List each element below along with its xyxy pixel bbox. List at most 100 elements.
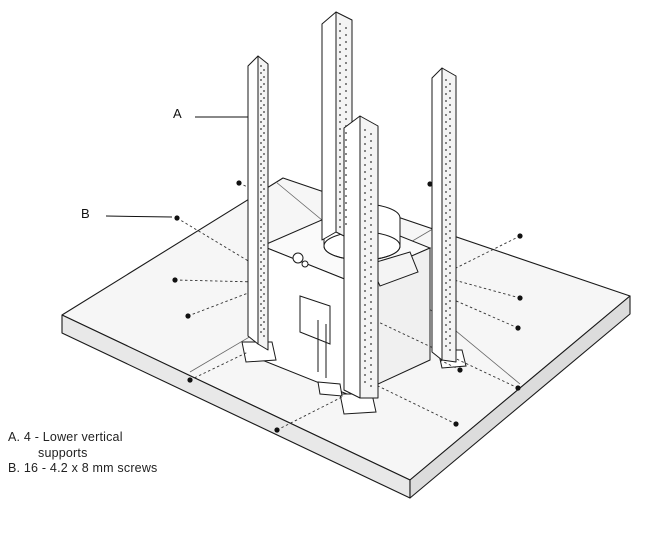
perforation-dot: [345, 146, 347, 148]
perforation-dot: [364, 283, 366, 285]
perforation-dot: [339, 58, 341, 60]
perforation-dot: [449, 209, 451, 211]
perforation-dot: [263, 153, 265, 155]
perforation-dot: [364, 262, 366, 264]
perforation-dot: [445, 212, 447, 214]
perforation-dot: [445, 254, 447, 256]
perforation-dot: [339, 191, 341, 193]
perforation-dot: [345, 118, 347, 120]
perforation-dot: [445, 170, 447, 172]
perforation-dot: [445, 93, 447, 95]
perforation-dot: [260, 205, 262, 207]
perforation-dot: [445, 275, 447, 277]
perforation-dot: [339, 93, 341, 95]
perforation-dot: [263, 132, 265, 134]
perforation-dot: [263, 118, 265, 120]
perforation-dot: [445, 345, 447, 347]
screw: [457, 367, 463, 373]
perforation-dot: [449, 349, 451, 351]
perforation-dot: [345, 132, 347, 134]
perforation-dot: [449, 265, 451, 267]
perforation-dot: [260, 289, 262, 291]
perforation-dot: [339, 184, 341, 186]
perforation-dot: [345, 223, 347, 225]
perforation-dot: [339, 226, 341, 228]
perforation-dot: [260, 240, 262, 242]
perforation-dot: [445, 303, 447, 305]
perforation-dot: [449, 90, 451, 92]
perforation-dot: [364, 143, 366, 145]
perforation-dot: [370, 252, 372, 254]
perforation-dot: [445, 205, 447, 207]
perforation-dot: [260, 170, 262, 172]
perforation-dot: [260, 149, 262, 151]
perforation-dot: [345, 55, 347, 57]
perforation-dot: [263, 174, 265, 176]
screw: [515, 325, 521, 331]
perforation-dot: [370, 133, 372, 135]
perforation-dot: [449, 216, 451, 218]
perforation-dot: [260, 226, 262, 228]
perforation-dot: [263, 314, 265, 316]
perforation-dot: [364, 304, 366, 306]
perforation-dot: [370, 217, 372, 219]
perforation-dot: [263, 181, 265, 183]
perforation-dot: [263, 300, 265, 302]
perforation-dot: [370, 140, 372, 142]
screws: [172, 180, 523, 433]
perforation-dot: [364, 150, 366, 152]
perforation-dot: [339, 114, 341, 116]
perforation-dot: [345, 104, 347, 106]
perforation-dot: [260, 317, 262, 319]
perforation-dot: [339, 51, 341, 53]
perforation-dot: [263, 286, 265, 288]
perforation-dot: [370, 280, 372, 282]
perforation-dot: [449, 167, 451, 169]
perforation-dot: [345, 202, 347, 204]
perforation-dot: [345, 27, 347, 29]
perforation-dot: [445, 100, 447, 102]
perforation-dot: [370, 308, 372, 310]
perforation-dot: [370, 196, 372, 198]
perforation-dot: [445, 331, 447, 333]
perforation-dot: [260, 219, 262, 221]
perforation-dot: [263, 83, 265, 85]
screw: [172, 277, 178, 283]
perforation-dot: [445, 324, 447, 326]
perforation-dot: [370, 189, 372, 191]
perforation-dot: [263, 307, 265, 309]
perforation-dot: [345, 111, 347, 113]
perforation-dot: [449, 160, 451, 162]
perforation-dot: [445, 317, 447, 319]
perforation-dot: [339, 156, 341, 158]
perforation-dot: [445, 289, 447, 291]
vertical-support-front: [343, 115, 379, 399]
screw: [517, 233, 523, 239]
perforation-dot: [364, 332, 366, 334]
perforation-dot: [260, 233, 262, 235]
perforation-dot: [263, 90, 265, 92]
perforation-dot: [449, 104, 451, 106]
perforation-dot: [449, 202, 451, 204]
perforation-dot: [364, 311, 366, 313]
perforation-dot: [364, 234, 366, 236]
perforation-dot: [345, 62, 347, 64]
perforation-dot: [260, 128, 262, 130]
perforation-dot: [345, 216, 347, 218]
vertical-support-right: [431, 67, 457, 363]
screw: [274, 427, 280, 433]
perforation-dot: [449, 244, 451, 246]
perforation-dot: [345, 125, 347, 127]
perforation-dot: [263, 125, 265, 127]
perforation-dot: [364, 206, 366, 208]
perforation-dot: [263, 202, 265, 204]
perforation-dot: [370, 245, 372, 247]
perforation-dot: [364, 339, 366, 341]
perforation-dot: [263, 160, 265, 162]
perforation-dot: [345, 188, 347, 190]
screw: [453, 421, 459, 427]
perforation-dot: [339, 72, 341, 74]
callout-label-b: B: [81, 206, 90, 221]
perforation-dot: [449, 300, 451, 302]
perforation-dot: [263, 265, 265, 267]
